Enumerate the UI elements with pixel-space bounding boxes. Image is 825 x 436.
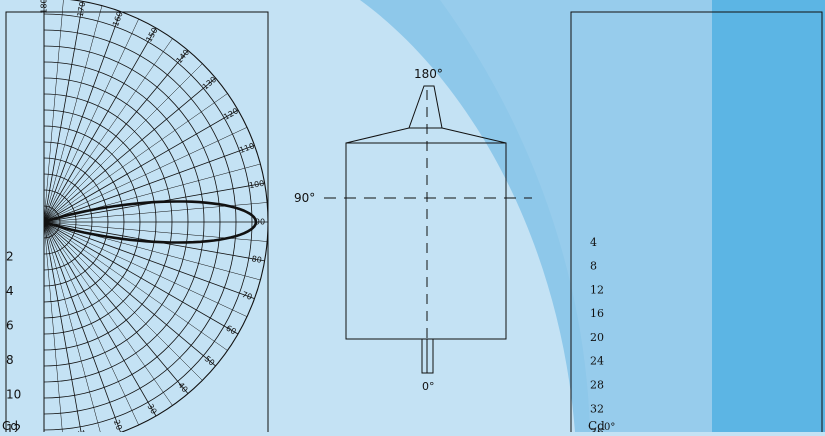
right-polar-chart-svg: 1801701601501401301201101009080706050403…	[570, 11, 823, 432]
left-unit-label: Cd	[2, 419, 18, 432]
left-grid-spoke	[43, 145, 255, 223]
left-grid-spoke	[43, 109, 239, 223]
left-angle-label: 80	[251, 254, 263, 265]
lamp-body	[345, 142, 507, 340]
left-grid-subspoke	[43, 221, 228, 351]
left-grid-subspoke	[43, 221, 203, 381]
left-grid-spoke	[43, 77, 216, 223]
left-intensity-label: 8	[6, 353, 14, 367]
left-grid-spoke	[43, 221, 216, 367]
left-grid-subspoke	[43, 127, 248, 223]
left-intensity-label: 12	[6, 422, 21, 432]
left-angle-label: 170	[76, 1, 88, 18]
lamp-orientation-diagram: 180° 90° 0°	[280, 0, 560, 432]
lamp-diagram-svg: 180° 90° 0°	[294, 67, 532, 393]
right-unit-label: Cd	[588, 419, 605, 432]
left-grid-spoke	[43, 221, 157, 417]
left-angle-label: 100	[248, 179, 265, 191]
side-angle-label: 90°	[294, 191, 315, 205]
left-grid-spoke	[43, 1, 84, 223]
left-grid-subspoke	[43, 221, 173, 406]
left-grid-spoke	[43, 50, 189, 223]
left-angle-label: 110	[238, 141, 255, 155]
left-angle-label: 60	[224, 324, 237, 337]
right-intensity-labels: 4 8 12 16 20 24 28 32 36	[590, 236, 604, 432]
right-polar-chart: 1801701601501401301201101009080706050403…	[568, 0, 825, 432]
right-chart-border	[570, 11, 823, 432]
background-deep-panel	[712, 0, 825, 432]
left-intensity-label: 2	[6, 249, 14, 263]
top-angle-label: 180°	[414, 67, 443, 81]
left-grid-subspoke	[43, 18, 139, 223]
left-grid-subspoke	[43, 221, 139, 426]
right-intensity-label: 16	[590, 307, 604, 320]
left-angle-label: 70	[241, 290, 254, 302]
bottom-angle-label: 0°	[422, 380, 435, 393]
left-grid-spoke	[43, 221, 239, 335]
left-grid-subspoke	[43, 221, 63, 432]
left-angle-label: 30	[146, 402, 159, 415]
left-grid-subspoke	[43, 63, 203, 223]
right-intensity-label: 28	[590, 379, 604, 392]
left-grid-spoke	[43, 221, 255, 299]
left-grid-subspoke	[43, 221, 248, 317]
left-angle-label: 40	[176, 381, 189, 395]
right-intensity-label: 12	[590, 283, 604, 296]
left-grid-spoke	[43, 221, 121, 432]
right-intensity-label: 4	[590, 236, 597, 249]
left-angle-label: 180	[40, 0, 49, 14]
left-angle-label: 20	[112, 419, 124, 432]
left-grid-spoke	[43, 221, 189, 394]
left-grid-subspoke	[43, 0, 64, 223]
left-grid-subspoke	[43, 38, 173, 223]
left-intensity-label: 10	[6, 387, 21, 401]
left-polar-grid	[5, 0, 269, 432]
left-grid-subspoke	[43, 93, 228, 223]
left-grid-subspoke	[43, 221, 101, 432]
left-grid-spoke	[43, 221, 82, 432]
lamp-shoulder	[345, 127, 507, 144]
left-grid-spoke	[43, 11, 121, 223]
left-grid-spoke	[43, 27, 157, 223]
right-intensity-label: 24	[590, 355, 604, 368]
left-angle-label: 160	[111, 10, 125, 27]
right-zero-label: 0°	[604, 422, 615, 432]
left-grid-subspoke	[43, 5, 103, 223]
lamp-top-cone	[408, 85, 443, 129]
right-intensity-label: 32	[590, 402, 604, 415]
left-intensity-curve	[43, 200, 258, 244]
left-angle-label: 50	[203, 354, 217, 367]
right-intensity-label: 8	[590, 260, 597, 273]
right-polar-grid	[570, 11, 823, 432]
right-intensity-label: 20	[590, 331, 604, 344]
left-intensity-label: 4	[6, 284, 14, 298]
left-angle-label: 90	[255, 218, 265, 227]
right-intensity-label: 36	[590, 426, 604, 432]
left-intensity-label: 6	[6, 318, 14, 332]
left-angle-label: 10	[76, 429, 87, 432]
left-intensity-labels: 2 4 6 8 10 12	[6, 249, 21, 432]
